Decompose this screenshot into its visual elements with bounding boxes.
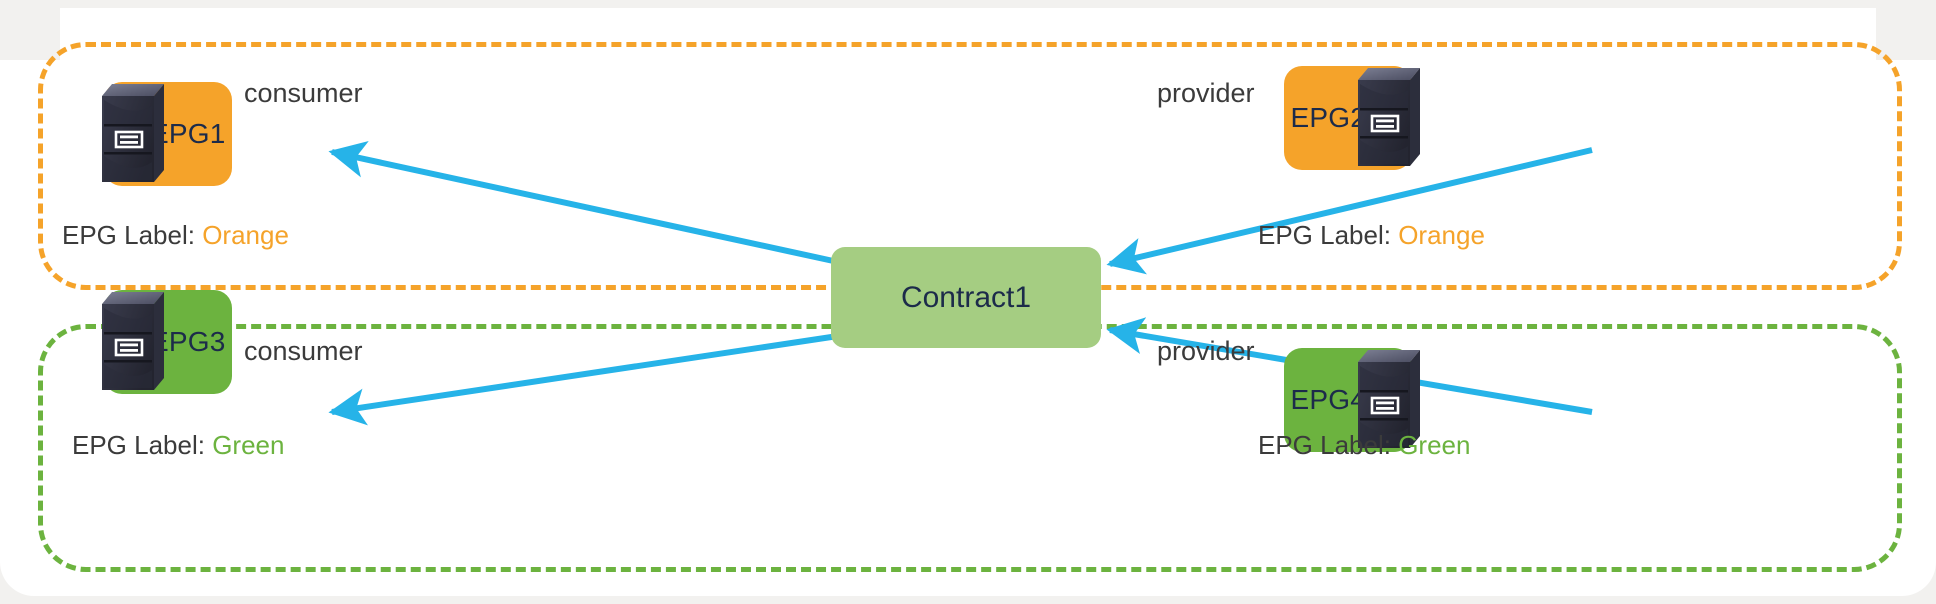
contract-node[interactable]: Contract1 xyxy=(831,247,1101,348)
server-icon xyxy=(102,84,164,182)
server-icon xyxy=(1358,68,1420,166)
role-label-provider-top: provider xyxy=(1157,78,1255,108)
epg3-caption-prefix: EPG Label: xyxy=(72,430,213,460)
role-label-consumer-top: consumer xyxy=(244,78,363,108)
epg1-caption: EPG Label: Orange xyxy=(62,220,289,251)
epg2-caption-value: Orange xyxy=(1398,220,1485,250)
epg4-label: EPG4 xyxy=(1290,384,1366,415)
epg2-label: EPG2 xyxy=(1290,102,1366,133)
epg4-caption: EPG Label: Green xyxy=(1258,430,1470,461)
role-label-provider-bottom: provider xyxy=(1157,336,1255,366)
epg1-caption-prefix: EPG Label: xyxy=(62,220,203,250)
epg2-caption: EPG Label: Orange xyxy=(1258,220,1485,251)
server-icon xyxy=(1358,350,1420,448)
role-label-consumer-bottom: consumer xyxy=(244,336,363,366)
contract-label: Contract1 xyxy=(900,280,1032,314)
epg3-caption-value: Green xyxy=(212,430,285,460)
epg4-caption-prefix: EPG Label: xyxy=(1258,430,1399,460)
epg1-caption-value: Orange xyxy=(202,220,289,250)
background-corner-top-left xyxy=(0,0,60,60)
epg4-caption-value: Green xyxy=(1398,430,1471,460)
server-icon xyxy=(102,292,164,390)
epg3-caption: EPG Label: Green xyxy=(72,430,284,461)
background-corner-top-right xyxy=(1876,0,1936,60)
epg2-caption-prefix: EPG Label: xyxy=(1258,220,1399,250)
